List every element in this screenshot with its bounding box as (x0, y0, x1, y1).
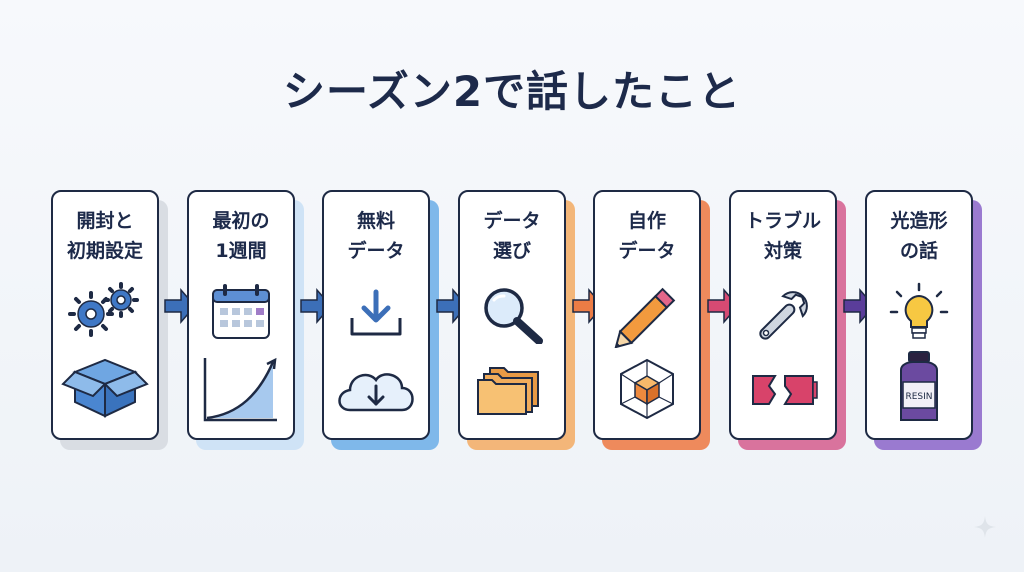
step-card-1: 開封と 初期設定 (51, 190, 168, 450)
card-body: 最初の 1週間 (187, 190, 295, 440)
step-label: データ 選び (483, 210, 541, 262)
step-card-5: 自作 データ (593, 190, 710, 450)
card-body: 開封と 初期設定 (51, 190, 159, 440)
calendar-icon (212, 284, 270, 339)
step-card-7: 光造形 の話 RESIN (865, 190, 982, 450)
step-label: 無料 データ (347, 210, 405, 262)
pencil-icon (614, 287, 676, 348)
growth-chart-icon (203, 357, 277, 422)
box-icon (61, 358, 149, 418)
page-title: シーズン2で話したこと (282, 67, 742, 116)
step-label: 開封と 初期設定 (66, 210, 143, 262)
step-card-4: データ 選び (458, 190, 575, 450)
step-label: 最初の 1週間 (212, 210, 270, 262)
sparkle-icon (974, 516, 996, 538)
step-card-6: トラブル 対策 (729, 190, 846, 450)
step-card-2: 最初の 1週間 (187, 190, 304, 450)
broken-piece-icon (752, 375, 818, 405)
card-body: 光造形 の話 RESIN (865, 190, 973, 440)
card-body: 無料 データ (322, 190, 430, 440)
cube-icon (620, 358, 674, 420)
wrench-icon (759, 291, 808, 340)
step-label: トラブル 対策 (744, 210, 821, 262)
gears-icon (68, 282, 139, 337)
card-body: トラブル 対策 (729, 190, 837, 440)
step-label: 自作 データ (618, 210, 676, 262)
step-label: 光造形 の話 (890, 210, 948, 262)
resin-label: RESIN (905, 392, 932, 402)
card-body: データ 選び (458, 190, 566, 440)
magnifier-icon (484, 288, 543, 344)
step-card-3: 無料 データ (322, 190, 439, 450)
cloud-download-icon (338, 373, 414, 412)
resin-bottle-icon: RESIN (900, 351, 938, 421)
lightbulb-icon (889, 282, 949, 339)
folders-icon (477, 367, 539, 415)
card-body: 自作 データ (593, 190, 701, 440)
download-tray-icon (350, 289, 402, 336)
